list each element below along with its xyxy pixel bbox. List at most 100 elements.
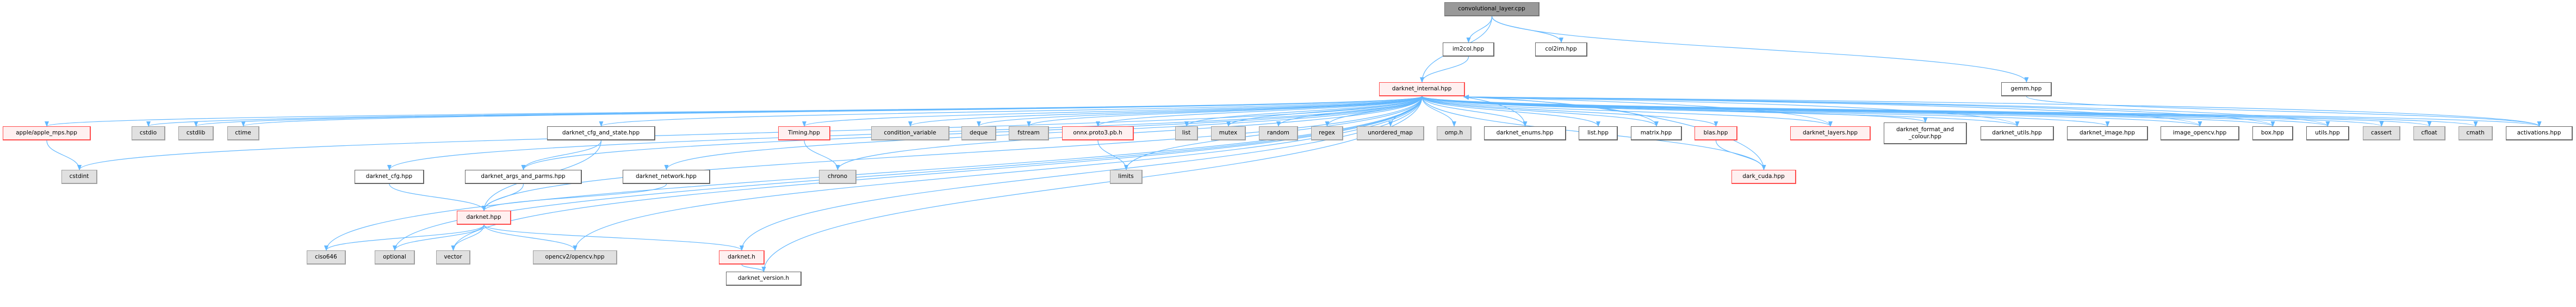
edge-internal-to-mutex	[1226, 96, 1423, 127]
node-format[interactable]: darknet_format_and _colour.hpp	[1884, 122, 1967, 144]
edge-internal-to-listhpp	[1422, 96, 1600, 127]
node-apple[interactable]: apple/apple_mps.hpp	[3, 126, 91, 140]
edge-internal-to-apple	[45, 96, 1423, 127]
node-cfloat[interactable]: cfloat	[2413, 126, 2445, 140]
edge-network-to-darknethpp	[482, 183, 667, 211]
edge-im2col-to-internal	[1420, 56, 1469, 83]
node-random[interactable]: random	[1259, 126, 1298, 140]
node-darkcuda[interactable]: dark_cuda.hpp	[1731, 170, 1796, 184]
edge-internal-to-ciso646	[324, 96, 1423, 251]
node-condvar[interactable]: condition_variable	[871, 126, 949, 140]
node-ctime[interactable]: ctime	[227, 126, 259, 140]
node-limits[interactable]: limits	[1110, 170, 1143, 184]
node-deque[interactable]: deque	[961, 126, 996, 140]
edge-internal-to-ctime	[241, 96, 1423, 127]
edge-internal-to-cfgstate	[599, 96, 1423, 127]
edge-internal-to-list	[1184, 96, 1423, 127]
edge-cfgstate-to-args	[521, 140, 602, 170]
node-im2col[interactable]: im2col.hpp	[1443, 42, 1494, 57]
node-cstdlib[interactable]: cstdlib	[178, 126, 214, 140]
node-mutex[interactable]: mutex	[1211, 126, 1246, 140]
node-version[interactable]: darknet_version.h	[726, 272, 802, 286]
node-fstream[interactable]: fstream	[1009, 126, 1049, 140]
node-conv[interactable]: convolutional_layer.cpp	[1444, 2, 1540, 16]
edge-cfg-to-darknethpp	[389, 183, 486, 211]
node-ciso646[interactable]: ciso646	[307, 250, 346, 265]
edge-internal-to-cstdint	[77, 96, 1423, 170]
edge-gemm-to-activations	[2026, 96, 2542, 127]
edge-darknethpp-to-optional	[393, 224, 485, 251]
node-args[interactable]: darknet_args_and_parms.hpp	[465, 170, 582, 184]
node-opencv[interactable]: opencv2/opencv.hpp	[533, 250, 617, 265]
node-cfg[interactable]: darknet_cfg.hpp	[355, 170, 424, 184]
node-blas[interactable]: blas.hpp	[1694, 126, 1737, 140]
edge-internal-to-timing	[802, 96, 1423, 127]
node-dimage[interactable]: darknet_image.hpp	[2067, 126, 2148, 140]
edge-internal-to-condvar	[908, 96, 1423, 127]
node-internal[interactable]: darknet_internal.hpp	[1379, 82, 1465, 96]
edge-utils-to-internal	[1463, 95, 2329, 127]
node-enums[interactable]: darknet_enums.hpp	[1484, 126, 1566, 140]
edge-internal-to-vector	[451, 96, 1423, 251]
edge-internal-to-enums	[1422, 96, 1528, 127]
node-network[interactable]: darknet_network.hpp	[623, 170, 710, 184]
node-listhpp[interactable]: list.hpp	[1579, 126, 1618, 140]
edge-onnx-to-limits	[1097, 140, 1128, 170]
edge-darknethpp-to-opencv	[483, 224, 578, 251]
edge-internal-to-activations	[1422, 96, 2541, 127]
edge-apple-to-cstdint	[46, 140, 82, 170]
edge-layers-to-internal	[1463, 95, 1831, 127]
node-cstdio[interactable]: cstdio	[132, 126, 165, 140]
node-activations[interactable]: activations.hpp	[2506, 126, 2573, 140]
edge-darknethpp-to-vector	[451, 224, 485, 251]
node-dutils[interactable]: darknet_utils.hpp	[1981, 126, 2054, 140]
edge-blas-to-darkcuda	[1715, 140, 1766, 170]
node-layers[interactable]: darknet_layers.hpp	[1790, 126, 1871, 140]
edge-internal-to-dutils	[1422, 96, 2020, 127]
node-regex[interactable]: regex	[1311, 126, 1343, 140]
node-vector[interactable]: vector	[436, 250, 470, 265]
node-onnx[interactable]: onnx.proto3.pb.h	[1062, 126, 1134, 140]
edge-conv-to-gemm	[1491, 16, 2029, 83]
node-list[interactable]: list	[1175, 126, 1198, 140]
node-darknethpp[interactable]: darknet.hpp	[457, 211, 511, 225]
edge-conv-to-im2col	[1466, 16, 1493, 43]
edge-darknethpp-to-ciso646	[324, 224, 485, 251]
edge-internal-to-deque	[977, 96, 1423, 127]
edge-darkneth-to-version	[741, 264, 766, 272]
node-omp[interactable]: omp.h	[1437, 126, 1472, 140]
edge-internal-to-omp	[1422, 96, 1456, 127]
node-matrix[interactable]: matrix.hpp	[1631, 126, 1682, 140]
node-gemm[interactable]: gemm.hpp	[2001, 82, 2052, 96]
edge-enums-to-internal	[1463, 95, 1526, 127]
node-chrono[interactable]: chrono	[819, 170, 856, 184]
node-box[interactable]: box.hpp	[2252, 126, 2293, 140]
edge-internal-to-onnx	[1096, 96, 1423, 127]
node-cassert[interactable]: cassert	[2363, 126, 2400, 140]
edge-activations-to-internal	[1463, 95, 2540, 127]
edge-internal-to-darknethpp	[482, 96, 1423, 211]
node-utils[interactable]: utils.hpp	[2306, 126, 2349, 140]
edge-internal-to-fstream	[1027, 96, 1423, 127]
node-imgcv[interactable]: image_opencv.hpp	[2161, 126, 2239, 140]
edge-internal-to-umap	[1388, 96, 1423, 127]
edge-internal-to-random	[1276, 96, 1423, 127]
edge-internal-to-utils	[1422, 96, 2330, 127]
edge-matrix-to-internal	[1463, 95, 1657, 127]
edge-internal-to-blas	[1422, 96, 1718, 127]
edge-internal-to-matrix	[1422, 96, 1659, 127]
node-col2im[interactable]: col2im.hpp	[1535, 42, 1587, 57]
edge-internal-to-layers	[1422, 96, 1833, 127]
node-umap[interactable]: unordered_map	[1357, 126, 1424, 140]
node-cfgstate[interactable]: darknet_cfg_and_state.hpp	[547, 126, 655, 140]
edge-darknethpp-to-darkneth	[483, 224, 744, 251]
edge-internal-to-regex	[1325, 96, 1423, 127]
node-optional[interactable]: optional	[375, 250, 415, 265]
node-cstdint[interactable]: cstdint	[61, 170, 97, 184]
node-darkneth[interactable]: darknet.h	[719, 250, 765, 265]
node-timing[interactable]: Timing.hpp	[778, 126, 830, 140]
node-cmath[interactable]: cmath	[2459, 126, 2493, 140]
edge-timing-to-chrono	[804, 140, 840, 170]
